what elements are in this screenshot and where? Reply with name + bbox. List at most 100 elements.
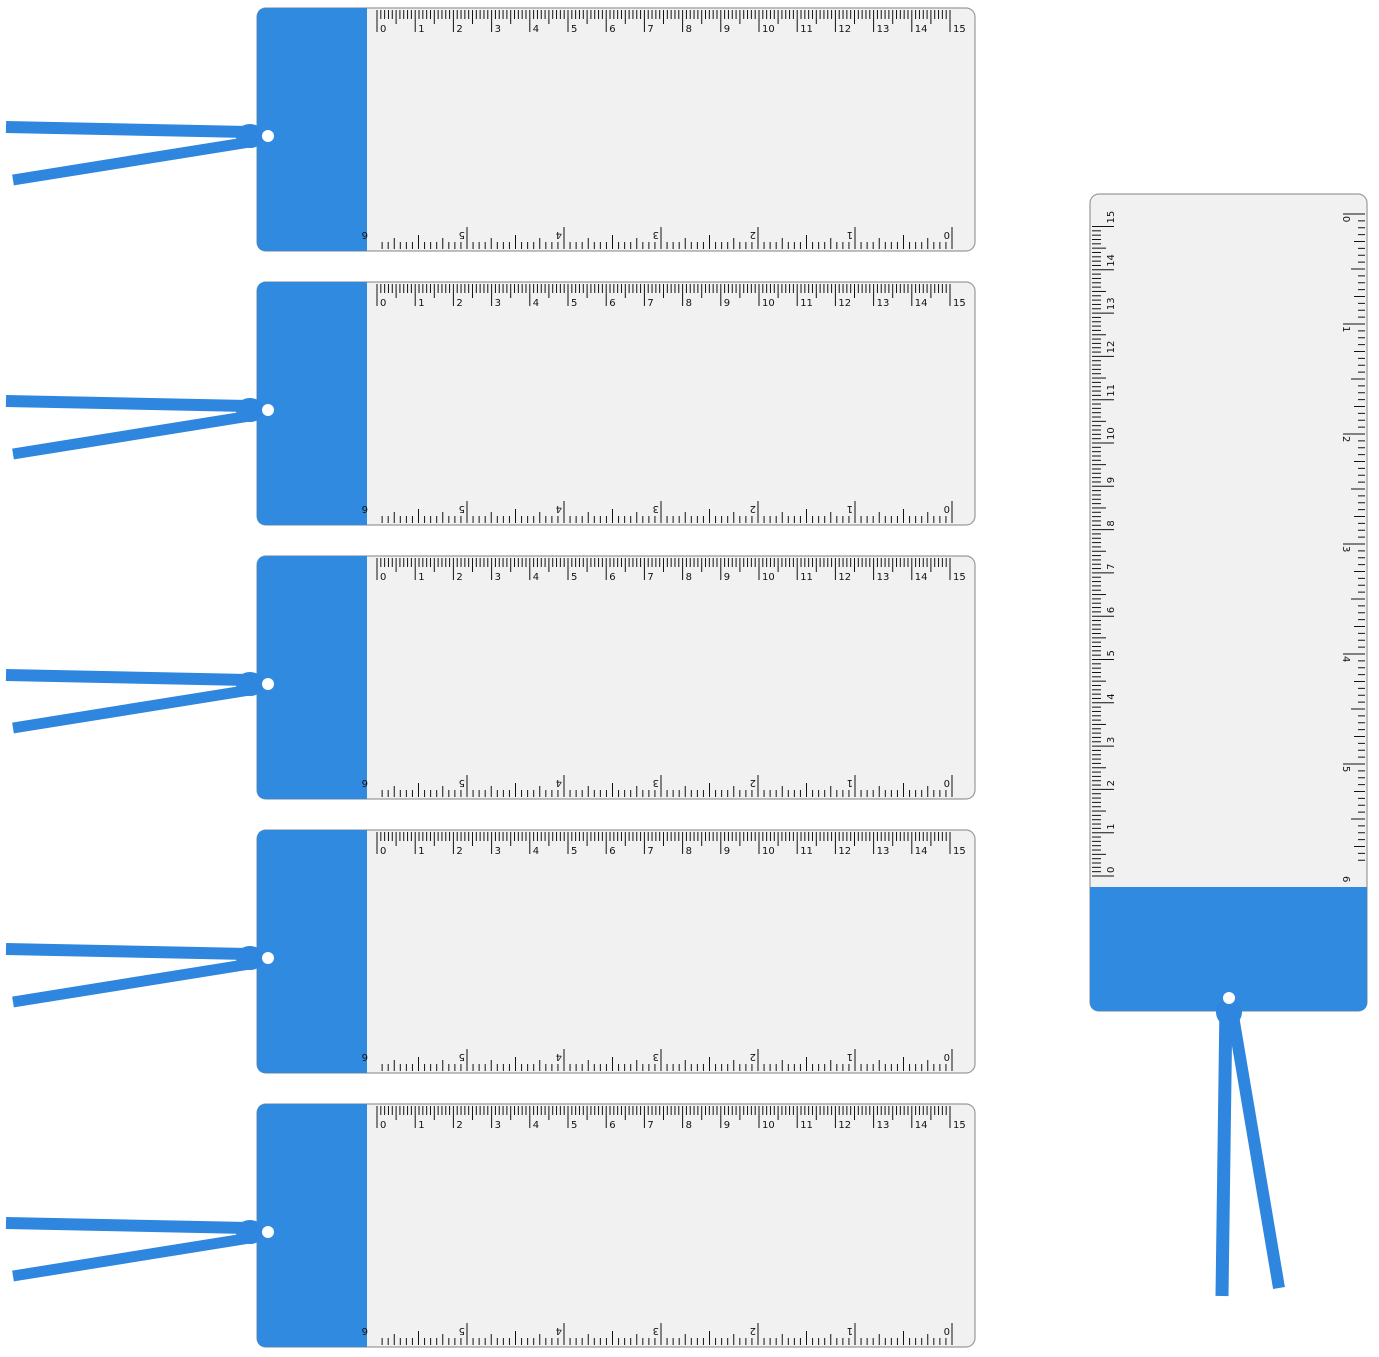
cm-scale <box>376 832 951 854</box>
cm-label: 14 <box>915 24 928 35</box>
ribbon-knot <box>236 124 264 148</box>
inch-label: 4 <box>556 503 562 514</box>
cm-label: 2 <box>456 846 462 857</box>
cm-label: 9 <box>724 1120 730 1131</box>
cm-label: 3 <box>495 298 501 309</box>
cm-label: 6 <box>1106 607 1117 613</box>
cm-label: 13 <box>877 298 890 309</box>
cm-label: 8 <box>686 24 692 35</box>
blue-header <box>257 282 367 525</box>
cm-label: 0 <box>380 298 386 309</box>
cm-label: 11 <box>800 298 813 309</box>
inch-label: 0 <box>944 777 950 788</box>
inch-label: 1 <box>1340 326 1351 332</box>
inch-label: 3 <box>1340 546 1351 552</box>
cm-label: 5 <box>1106 650 1117 656</box>
inch-label: 5 <box>459 503 465 514</box>
cm-label: 15 <box>953 572 966 583</box>
inch-label: 1 <box>847 1051 853 1062</box>
ribbon-tail-lower <box>12 410 251 460</box>
blue-header <box>257 556 367 799</box>
cm-label: 13 <box>877 1120 890 1131</box>
cm-label: 2 <box>456 298 462 309</box>
inch-scale <box>1343 213 1365 861</box>
cm-label: 10 <box>1106 427 1117 440</box>
cm-label: 6 <box>609 298 615 309</box>
blue-header <box>257 1104 367 1347</box>
cm-label: 13 <box>877 572 890 583</box>
cm-scale <box>376 10 951 32</box>
cm-label: 9 <box>724 24 730 35</box>
inch-label: 3 <box>653 503 659 514</box>
inch-scale <box>381 501 953 523</box>
inch-label: 0 <box>944 1325 950 1336</box>
cm-label: 11 <box>800 1120 813 1131</box>
cm-label: 10 <box>762 1120 775 1131</box>
cm-label: 4 <box>533 1120 539 1131</box>
cm-label: 6 <box>609 1120 615 1131</box>
inch-label: 2 <box>750 503 756 514</box>
cm-label: 15 <box>953 846 966 857</box>
cm-label: 4 <box>1106 693 1117 699</box>
cm-label: 8 <box>1106 520 1117 526</box>
cm-label: 13 <box>877 24 890 35</box>
cm-label: 2 <box>456 572 462 583</box>
inch-label: 6 <box>362 1325 368 1336</box>
inch-label: 5 <box>459 777 465 788</box>
inch-scale <box>381 1323 953 1345</box>
ribbon-tail-upper <box>5 121 249 138</box>
cm-label: 5 <box>571 298 577 309</box>
cm-scale <box>376 1106 951 1128</box>
cm-label: 0 <box>380 1120 386 1131</box>
inch-label: 6 <box>362 503 368 514</box>
cm-label: 10 <box>762 298 775 309</box>
cm-label: 14 <box>1106 254 1117 267</box>
inch-label: 5 <box>459 229 465 240</box>
ribbon-tail-lower <box>12 958 251 1008</box>
cm-label: 13 <box>1106 297 1117 310</box>
cm-label: 12 <box>838 572 851 583</box>
cm-label: 6 <box>609 24 615 35</box>
inch-label: 2 <box>1340 436 1351 442</box>
cm-label: 7 <box>647 24 653 35</box>
cm-label: 0 <box>380 24 386 35</box>
ribbon-tail-upper <box>5 943 249 960</box>
inch-label: 5 <box>459 1325 465 1336</box>
cm-scale <box>1092 226 1114 877</box>
blue-footer <box>1090 887 1367 1011</box>
cm-label: 11 <box>800 24 813 35</box>
inch-label: 4 <box>556 1325 562 1336</box>
cm-label: 13 <box>877 846 890 857</box>
inch-label: 4 <box>556 777 562 788</box>
cm-scale <box>376 558 951 580</box>
cm-label: 3 <box>495 24 501 35</box>
cm-label: 1 <box>418 846 424 857</box>
inch-label: 1 <box>847 1325 853 1336</box>
inch-label: 0 <box>944 503 950 514</box>
cm-label: 9 <box>1106 477 1117 483</box>
cm-label: 4 <box>533 572 539 583</box>
cm-label: 4 <box>533 24 539 35</box>
inch-label: 0 <box>944 1051 950 1062</box>
inch-label: 5 <box>1340 766 1351 772</box>
ribbon-tail-lower <box>12 1232 251 1282</box>
cm-label: 14 <box>915 298 928 309</box>
cm-label: 14 <box>915 572 928 583</box>
inch-label: 3 <box>653 1051 659 1062</box>
cm-label: 6 <box>609 572 615 583</box>
cm-label: 5 <box>571 1120 577 1131</box>
cm-scale <box>376 284 951 306</box>
inch-label: 5 <box>459 1051 465 1062</box>
punch-hole <box>262 1226 274 1238</box>
cm-label: 3 <box>495 572 501 583</box>
inch-scale <box>381 1049 953 1071</box>
inch-scale <box>381 775 953 797</box>
inch-label: 2 <box>750 229 756 240</box>
cm-label: 4 <box>533 846 539 857</box>
cm-label: 5 <box>571 846 577 857</box>
inch-label: 1 <box>847 777 853 788</box>
